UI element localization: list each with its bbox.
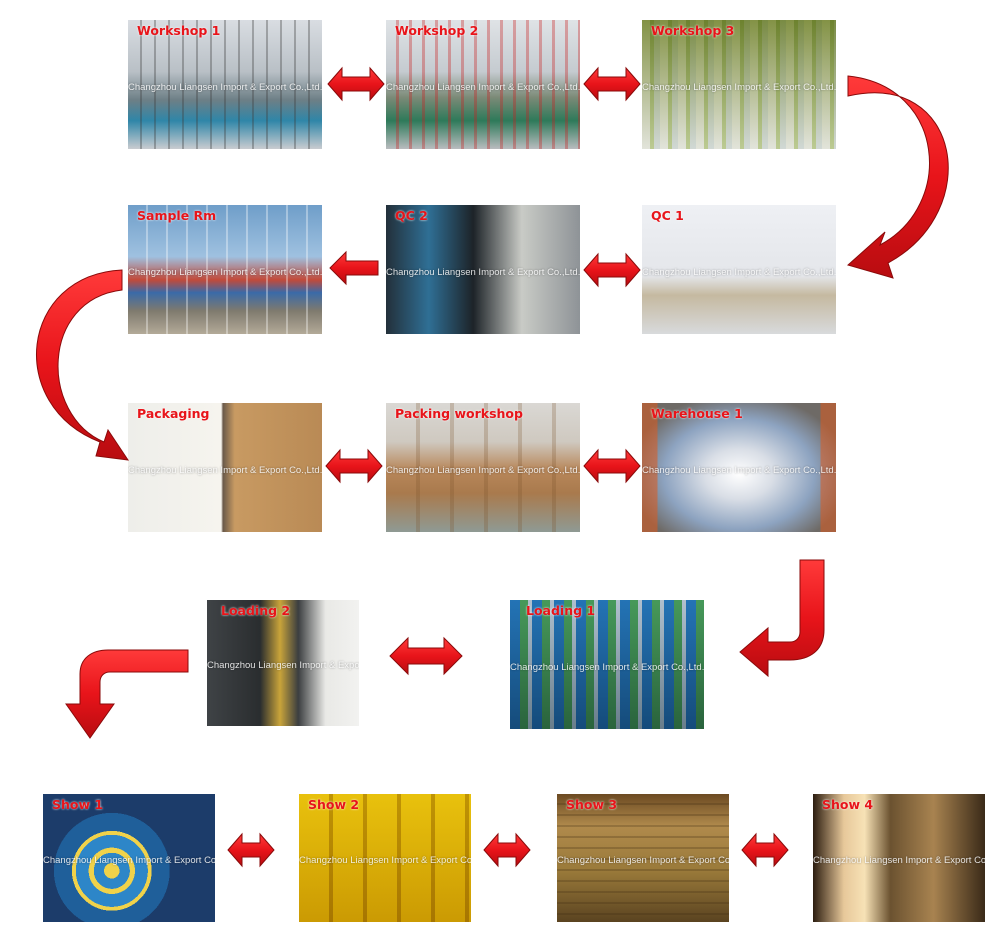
double-arrow-icon	[583, 448, 641, 484]
photo-qc-2: QC 2 Changzhou Liangsen Import & Export …	[386, 205, 580, 334]
watermark: Changzhou Liangsen Import & Export Co.,L…	[128, 464, 322, 476]
watermark: Changzhou Liangsen Import & Export Co.,L…	[386, 266, 580, 278]
watermark: Changzhou Liangsen Import & Export Co.,L…	[128, 81, 322, 93]
photo-warehouse-1: Warehouse 1 Changzhou Liangsen Import & …	[642, 403, 836, 532]
watermark: Changzhou Liangsen Import & Export Co.,L…	[557, 855, 729, 867]
photo-show-1: Show 1 Changzhou Liangsen Import & Expor…	[43, 794, 215, 922]
double-arrow-icon	[389, 636, 463, 676]
watermark: Changzhou Liangsen Import & Export Co.,L…	[128, 266, 322, 278]
photo-label: QC 2	[395, 208, 428, 223]
photo-workshop-1: Workshop 1 Changzhou Liangsen Import & E…	[128, 20, 322, 149]
photo-label: Show 3	[566, 797, 618, 812]
photo-show-2: Show 2 Changzhou Liangsen Import & Expor…	[299, 794, 471, 922]
watermark: Changzhou Liangsen Import & Export Co.,L…	[43, 855, 215, 867]
double-arrow-icon	[227, 832, 275, 868]
photo-label: Loading 2	[221, 603, 291, 618]
photo-label: Packing workshop	[395, 406, 523, 421]
photo-show-4: Show 4 Changzhou Liangsen Import & Expor…	[813, 794, 985, 922]
photo-label: Warehouse 1	[651, 406, 743, 421]
photo-qc-1: QC 1 Changzhou Liangsen Import & Export …	[642, 205, 836, 334]
photo-loading-2: Loading 2 Changzhou Liangsen Import & Ex…	[207, 600, 359, 726]
watermark: Changzhou Liangsen Import & Export Co.,L…	[510, 661, 704, 673]
photo-label: Packaging	[137, 406, 210, 421]
photo-packaging: Packaging Changzhou Liangsen Import & Ex…	[128, 403, 322, 532]
hook-arrow-icon	[739, 559, 825, 678]
single-arrow-icon	[329, 250, 379, 286]
double-arrow-icon	[483, 832, 531, 868]
watermark: Changzhou Liangsen Import & Export Co.,L…	[642, 464, 836, 476]
photo-label: QC 1	[651, 208, 684, 223]
curved-arrow-icon	[846, 75, 949, 279]
photo-label: Loading 1	[526, 603, 596, 618]
photo-workshop-2: Workshop 2 Changzhou Liangsen Import & E…	[386, 20, 580, 149]
watermark: Changzhou Liangsen Import & Export Co.,L…	[299, 855, 471, 867]
watermark: Changzhou Liangsen Import & Export Co.,L…	[386, 464, 580, 476]
photo-loading-1: Loading 1 Changzhou Liangsen Import & Ex…	[510, 600, 704, 729]
watermark: Changzhou Liangsen Import & Export Co.,L…	[642, 81, 836, 93]
photo-label: Show 4	[822, 797, 874, 812]
photo-label: Show 2	[308, 797, 360, 812]
watermark: Changzhou Liangsen Import & Export Co.,L…	[813, 855, 985, 867]
watermark: Changzhou Liangsen Import & Export Co.,L…	[386, 81, 580, 93]
photo-label: Sample Rm	[137, 208, 217, 223]
photo-show-3: Show 3 Changzhou Liangsen Import & Expor…	[557, 794, 729, 922]
double-arrow-icon	[325, 448, 383, 484]
photo-packing-workshop: Packing workshop Changzhou Liangsen Impo…	[386, 403, 580, 532]
photo-label: Workshop 2	[395, 23, 479, 38]
hook-arrow-icon	[65, 649, 189, 739]
photo-label: Workshop 1	[137, 23, 221, 38]
photo-workshop-3: Workshop 3 Changzhou Liangsen Import & E…	[642, 20, 836, 149]
curved-arrow-icon	[36, 269, 130, 461]
double-arrow-icon	[741, 832, 789, 868]
photo-sample-rm: Sample Rm Changzhou Liangsen Import & Ex…	[128, 205, 322, 334]
photo-label: Show 1	[52, 797, 104, 812]
double-arrow-icon	[327, 66, 385, 102]
watermark: Changzhou Liangsen Import & Export Co.,L…	[642, 266, 836, 278]
watermark: Changzhou Liangsen Import & Export Co.,L…	[207, 660, 359, 672]
double-arrow-icon	[583, 252, 641, 288]
photo-label: Workshop 3	[651, 23, 735, 38]
double-arrow-icon	[583, 66, 641, 102]
